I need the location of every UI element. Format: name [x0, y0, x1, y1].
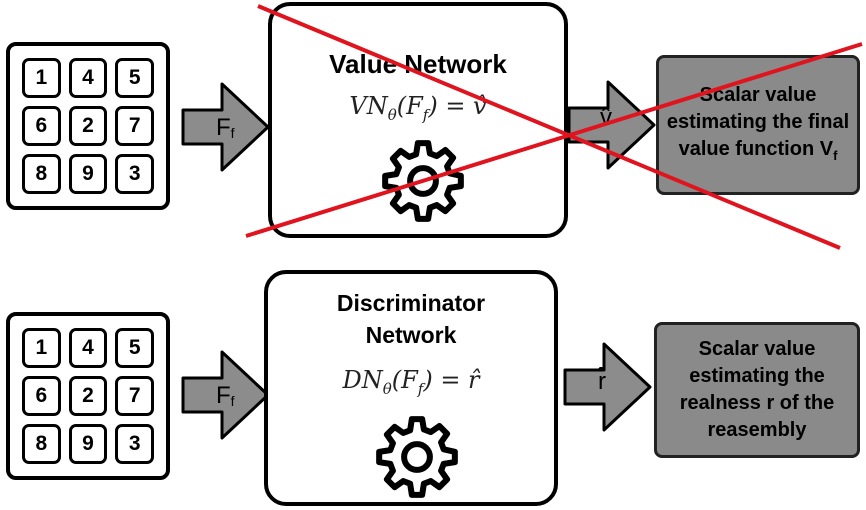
output-description: Scalar value estimating the final value … [666, 83, 850, 160]
grid-tile: 9 [68, 154, 108, 194]
grid-tile: 7 [115, 106, 154, 146]
grid-tile: 2 [68, 106, 108, 146]
grid-tile: 8 [22, 154, 61, 194]
network-formula: VNθ(Ff) = v̂ [349, 92, 487, 124]
arrow-right-icon [567, 80, 656, 170]
grid-tile: 1 [22, 328, 61, 368]
grid-tile: 2 [68, 376, 108, 416]
network-title-line1: Discriminator [336, 290, 486, 316]
arrow-right-icon [181, 82, 270, 172]
grid-tile: 6 [22, 106, 61, 146]
grid-tile: 3 [115, 424, 154, 464]
output-realness-label: r̂ [598, 368, 606, 395]
grid-tile: 5 [115, 58, 154, 98]
output-description: Scalar value estimating the realness r o… [679, 338, 835, 441]
network-title-line2: Network [365, 322, 457, 348]
output-box-realness: Scalar value estimating the realness r o… [654, 322, 860, 458]
puzzle-grid-top: 1 4 5 6 2 7 8 9 3 [6, 42, 170, 210]
cross-line [245, 42, 863, 238]
grid-tile: 9 [68, 424, 108, 464]
gear-icon [382, 140, 464, 222]
grid-tile: 6 [22, 376, 61, 416]
puzzle-grid-bottom: 1 4 5 6 2 7 8 9 3 [6, 312, 170, 480]
network-formula: DNθ(Ff) = r̂ [342, 366, 480, 398]
grid-tile: 3 [115, 154, 154, 194]
grid-tile: 8 [22, 424, 61, 464]
arrow-right-icon [563, 342, 652, 432]
grid-tile: 7 [115, 376, 154, 416]
input-features-label: Ff [216, 114, 235, 141]
discriminator-network-box: Discriminator Network DNθ(Ff) = r̂ [264, 270, 558, 506]
grid-tile: 5 [115, 328, 154, 368]
input-features-label: Ff [216, 382, 235, 409]
grid-tile: 4 [68, 58, 108, 98]
arrow-right-icon [181, 350, 270, 440]
grid-tile: 4 [68, 328, 108, 368]
value-network-box: Value Network VNθ(Ff) = v̂ [268, 2, 568, 238]
grid-tile: 1 [22, 58, 61, 98]
gear-icon [376, 416, 458, 498]
cross-line [257, 4, 841, 250]
